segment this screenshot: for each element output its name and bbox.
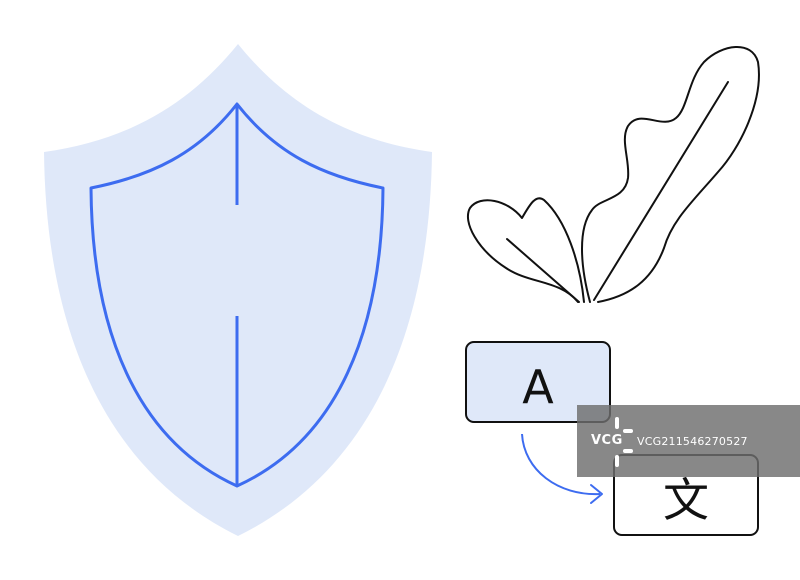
watermark-logo: VCG [577, 405, 635, 477]
translation-arrow [521, 433, 601, 496]
large-leaf [581, 46, 760, 303]
shield-backdrop [44, 44, 432, 536]
translation-arrow-head [590, 484, 603, 504]
stock-watermark: VCG VCG211546270527 [577, 405, 800, 477]
leaf-plant-icon [466, 46, 760, 303]
shield-icon [44, 44, 432, 536]
source-language-box [465, 341, 611, 423]
large-leaf-vein [593, 81, 729, 301]
small-leaf-vein [506, 238, 580, 303]
watermark-brand: VCG [591, 433, 623, 448]
watermark-id: VCG211546270527 [637, 434, 748, 448]
small-leaf [466, 197, 585, 303]
target-language-character: 文 [663, 473, 709, 527]
source-language-letter: A [522, 360, 554, 414]
